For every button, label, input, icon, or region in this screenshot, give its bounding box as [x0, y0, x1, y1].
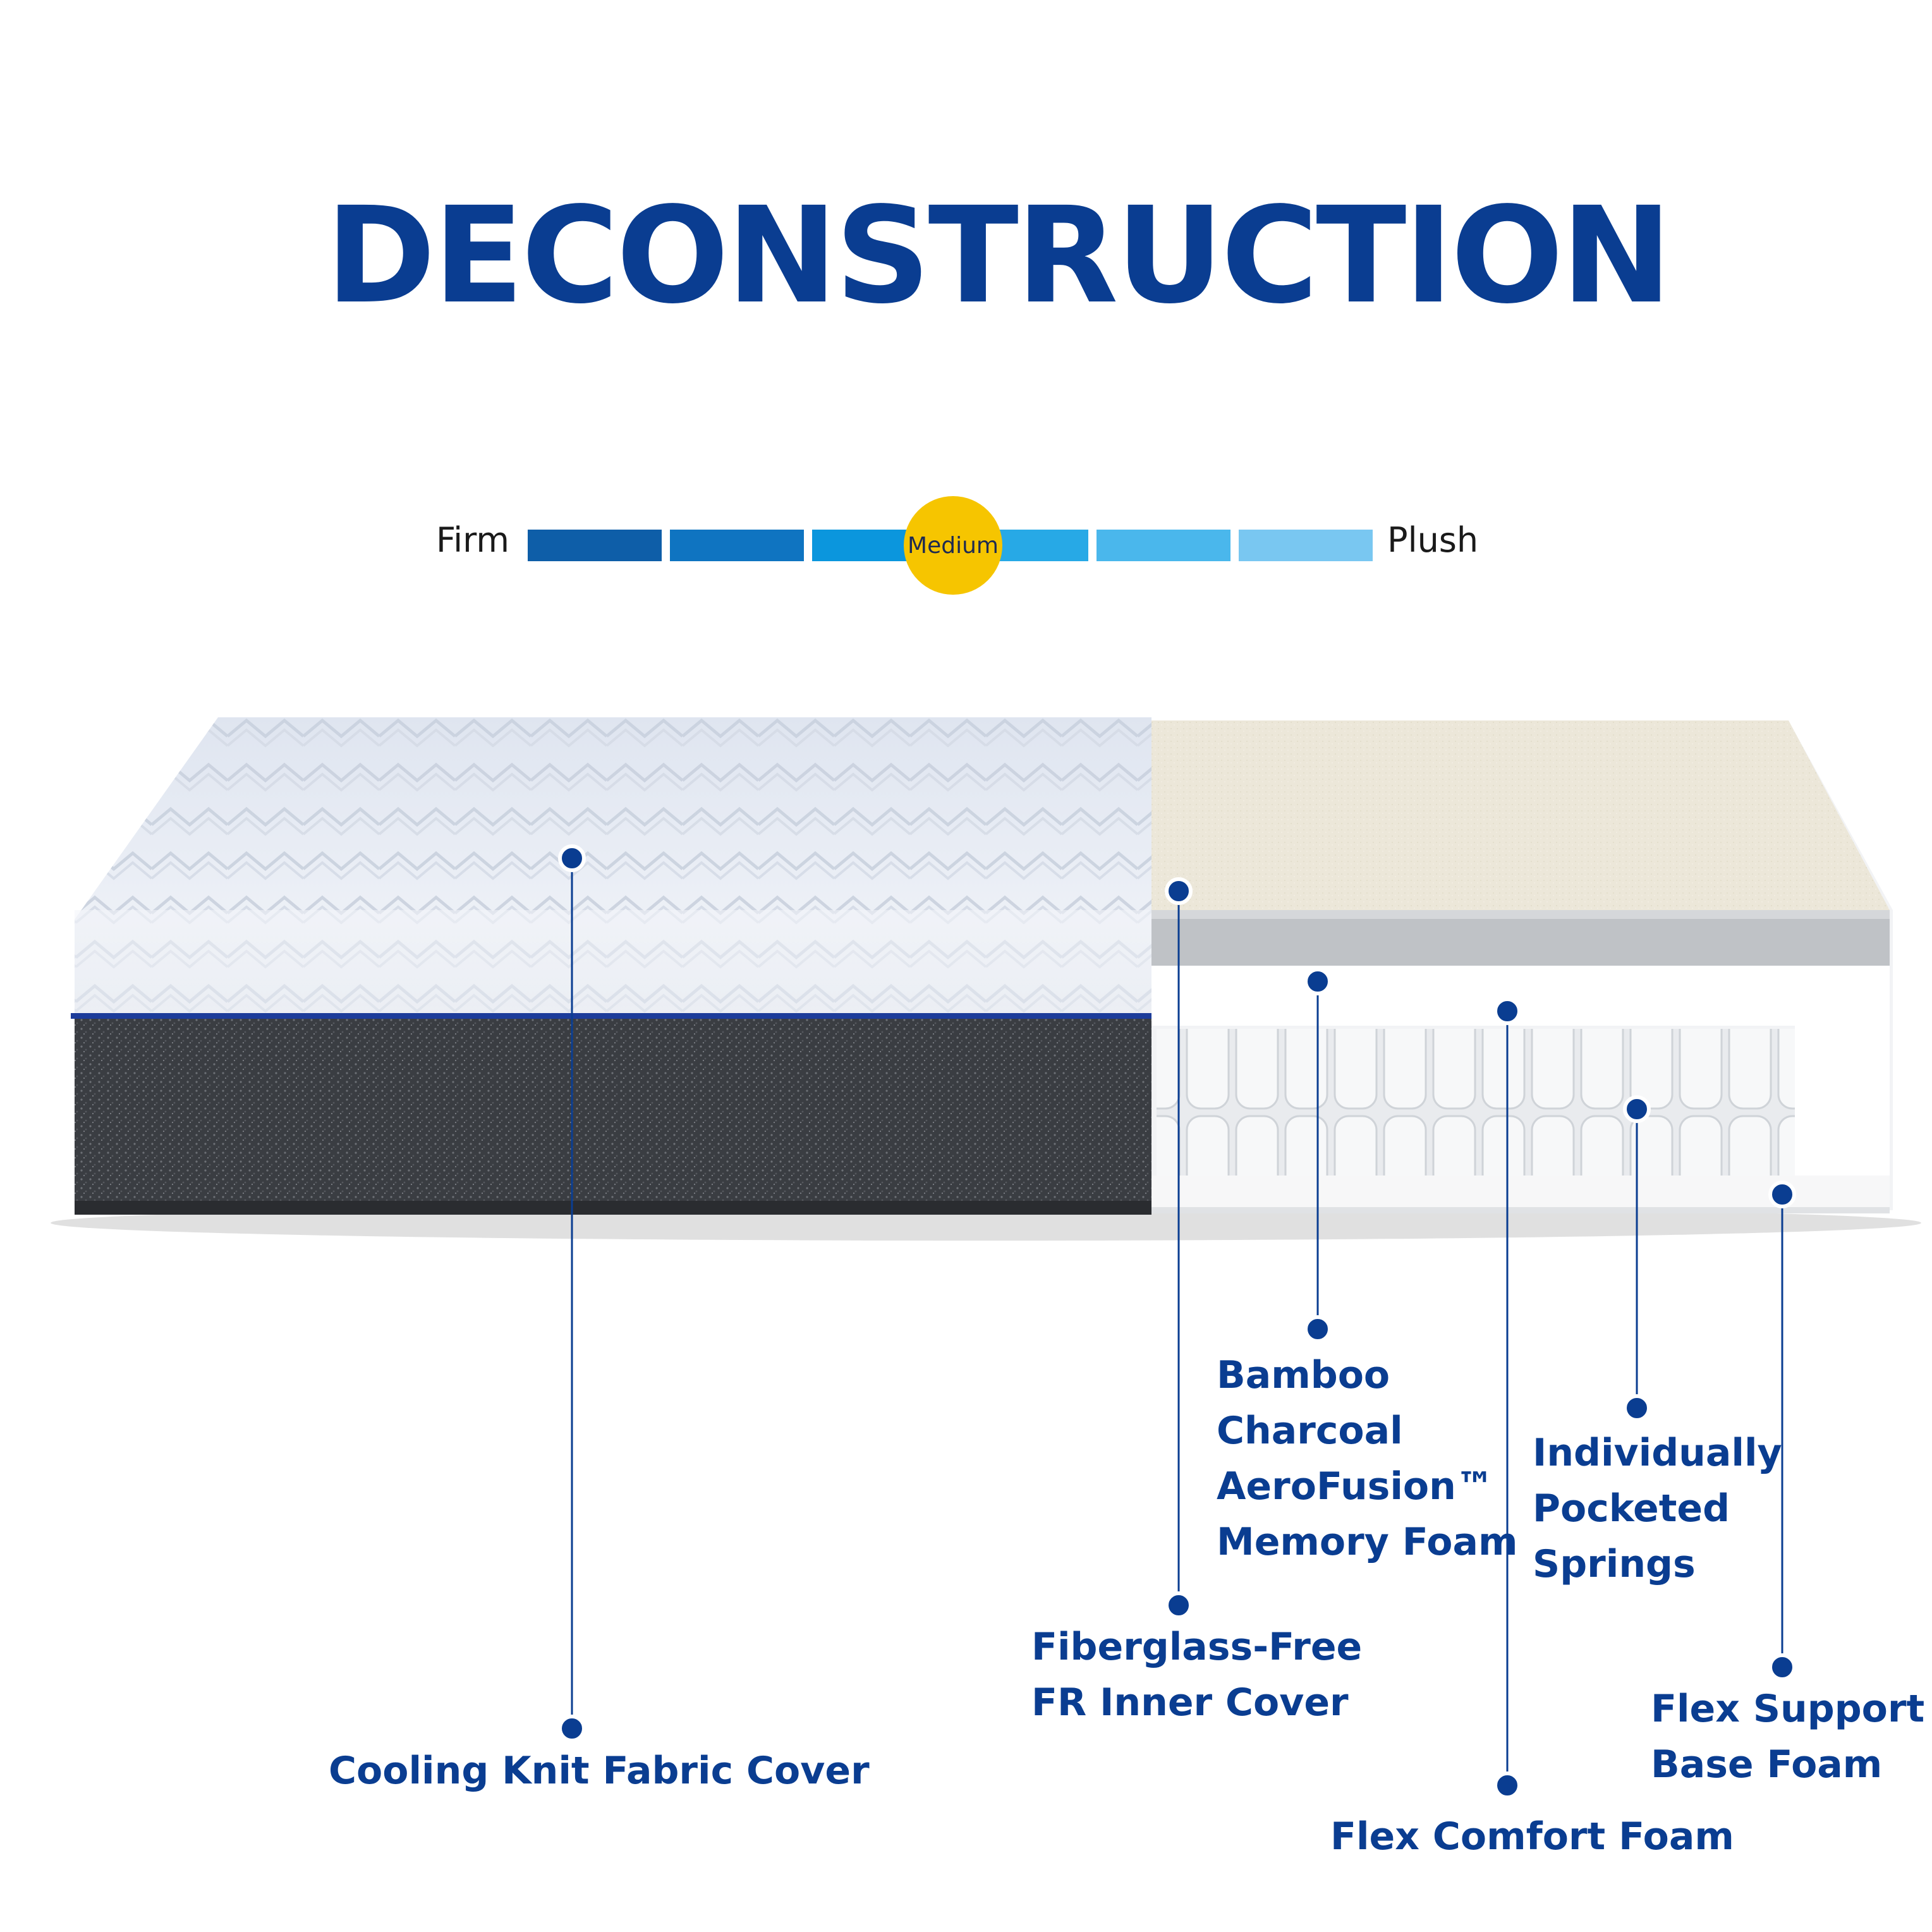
firmness-marker: Medium: [904, 496, 1002, 595]
plush-label: Plush: [1387, 520, 1479, 560]
callout-base-foam: Flex Support Base Foam: [1651, 1687, 1925, 1787]
firmness-segment-2: [670, 530, 804, 561]
firmness-segment-1: [528, 530, 662, 561]
firm-label: Firm: [436, 520, 509, 560]
callout-comfort-foam: Flex Comfort Foam: [1330, 1814, 1734, 1859]
callout-memory-foam: Bamboo Charcoal AeroFusion™ Memory Foam: [1217, 1353, 1518, 1564]
callout-inner-cover: Fiberglass-Free FR Inner Cover: [1031, 1625, 1363, 1725]
page-title: DECONSTRUCTION: [325, 178, 1672, 333]
callout-pocketed-springs: Individually Pocketed Springs: [1533, 1431, 1782, 1586]
callout-cooling-knit-cover: Cooling Knit Fabric Cover: [329, 1749, 870, 1793]
firmness-marker-label: Medium: [908, 532, 999, 559]
firmness-segment-6: [1239, 530, 1373, 561]
firmness-segment-5: [1097, 530, 1230, 561]
